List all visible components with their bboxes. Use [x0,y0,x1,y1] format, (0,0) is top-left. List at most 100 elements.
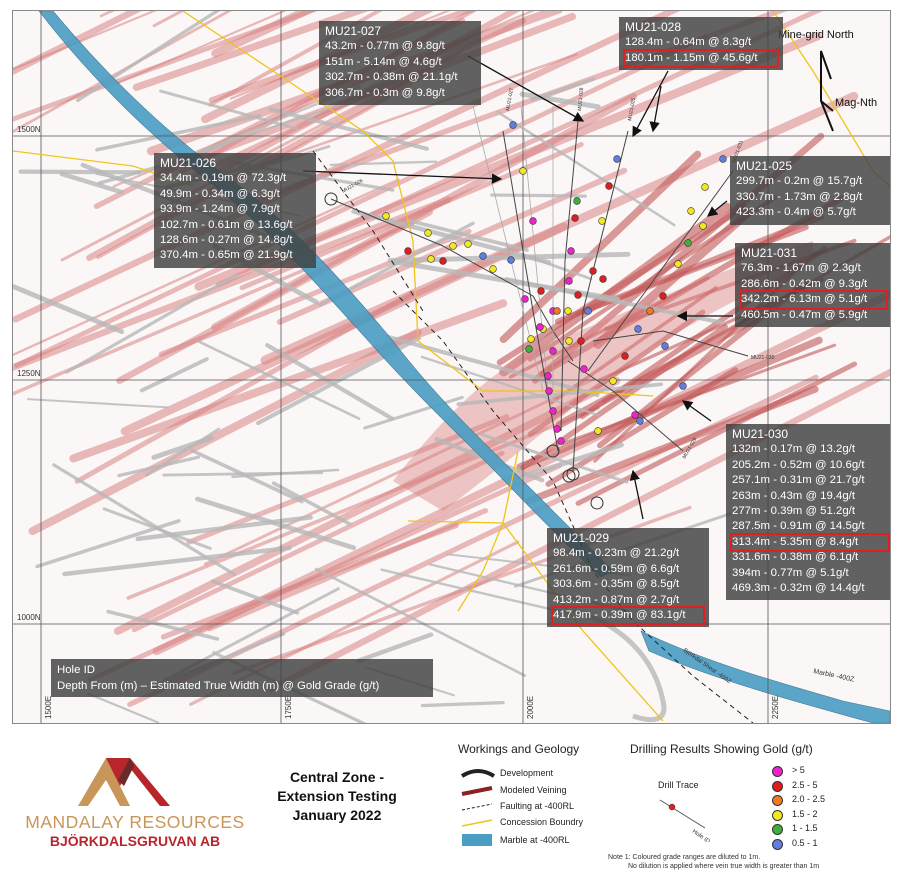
legend-modeled-veining: Modeled Veining [500,785,567,795]
legend-marble: Marble at -400RL [500,835,570,845]
callout-title: MU21-031 [741,246,798,260]
grade-sample-dot [580,365,588,373]
hole-id-title: Hole ID [57,664,95,676]
legend-panel: MANDALAY RESOURCES BJÖRKDALSGRUVAN AB Ce… [0,722,901,881]
vein-stroke [539,194,845,377]
grade-sample-dot [536,323,544,331]
title-line-1: Central Zone - [289,769,385,785]
grade-dot-icon [772,809,783,821]
trace-label: MU21-030 [751,355,775,361]
grade-sample-dot [427,255,435,263]
development-drive [106,609,220,641]
grade-sample-dot [382,212,390,220]
development-drive [35,519,181,569]
drill-trace-line [502,130,559,452]
grade-range-label: 0.5 - 1 [792,837,818,848]
geology-legend-swatches [460,769,496,846]
grade-sample-dot [553,307,561,315]
grade-sample-dot [449,242,457,250]
development-drive [490,193,587,198]
vein-stroke [516,336,823,471]
development-drive [210,579,300,615]
grid-label-1000n: 1000N [17,613,41,622]
grade-sample-dot [424,229,432,237]
development-drive [356,632,434,663]
grid-label-1750e: 1750E [284,695,293,719]
grade-sample-dot [589,267,597,275]
development-drive [145,427,220,477]
grade-sample-dot [687,207,695,215]
vein-stroke [13,178,400,357]
vein-stroke [240,53,578,174]
note-line-2: No dilution is applied where vein true w… [628,863,820,870]
development-drive [519,442,624,480]
note-line-1: Note 1: Coloured grade ranges are dilute… [608,854,761,861]
grade-sample-dot [599,275,607,283]
grade-sample-dot [598,217,606,225]
drill-trace-line [572,130,629,472]
vein-stroke [186,414,510,545]
grade-sample-dot [464,240,472,248]
hole-collar-circle [324,192,338,206]
drill-trace-line [587,170,734,372]
callout-arrow [467,55,585,122]
dashed-line-icon [461,803,493,811]
development-drive [195,496,356,551]
intercept-row: 277m - 0.39m @ 51.2g/t [732,505,855,518]
vein-stroke [496,204,748,366]
grade-dot-icon [772,766,783,777]
grade-sample-dot [701,183,709,191]
vein-stroke [525,385,819,505]
grade-sample-dot [613,155,621,163]
intercept-row: 303.6m - 0.35m @ 8.5g/t [553,578,680,591]
drill-trace-label: Drill Trace [658,780,699,790]
grade-sample-dot [636,417,644,425]
grade-sample-dot [573,197,581,205]
intercept-row: 128.6m - 0.27m @ 14.8g/t [160,234,293,247]
grade-range-label: 2.0 - 2.5 [792,794,826,804]
grade-sample-dot [564,307,572,315]
grade-sample-dot [679,382,687,390]
grade-sample-dot [521,295,529,303]
vein-stroke [179,11,477,175]
grade-sample-dot [404,247,412,255]
grade-range-label: 1.5 - 2 [792,808,818,819]
vein-stroke [211,11,316,58]
drill-trace-line [330,198,574,362]
intercept-row: 370.4m - 0.65m @ 21.9g/t [160,249,293,262]
vein-stroke [13,11,142,75]
title-line-2: Extension Testing [277,788,397,804]
intercept-row: 413.2m - 0.87m @ 2.7g/t [553,593,680,606]
drill-trace-line [592,330,749,357]
grade-sample-dot [545,387,553,395]
grade-range-label: 1 - 1.5 [792,823,818,833]
brand-logo: MANDALAY RESOURCES BJÖRKDALSGRUVAN AB [20,740,250,850]
grade-sample-dot [529,217,537,225]
intercept-row: 263m - 0.43m @ 19.4g/t [732,489,855,502]
callout-title: MU21-025 [736,159,793,173]
intercept-row: 299.7m - 0.2m @ 15.7g/t [736,175,863,188]
grade-sample-dot [479,252,487,260]
blue-swatch-icon [462,834,492,846]
intercept-row: 302.7m - 0.38m @ 21.1g/t [325,71,458,84]
intercept-row: 257.1m - 0.31m @ 21.7g/t [732,474,865,487]
intercept-row: 331.6m - 0.38m @ 6.1g/t [732,551,859,564]
mine-grid-north-label: Mine-grid North [778,29,854,41]
development-drive [27,398,169,409]
grade-sample-dot [699,222,707,230]
intercept-row: 98.4m - 0.23m @ 21.2g/t [553,547,680,560]
development-drive [420,700,505,708]
development-drive [13,284,125,335]
callout-arrow [632,70,669,138]
grade-sample-dot [621,352,629,360]
development-drive [314,567,527,677]
grade-dot-icon [772,824,783,835]
grade-dot-icon [772,780,783,792]
grade-sample-dot [609,377,617,385]
development-drive [456,382,663,406]
vein-stroke-icon [461,786,493,796]
intercept-row-highlighted: 313.4m - 5.35m @ 8.4g/t [730,532,890,553]
